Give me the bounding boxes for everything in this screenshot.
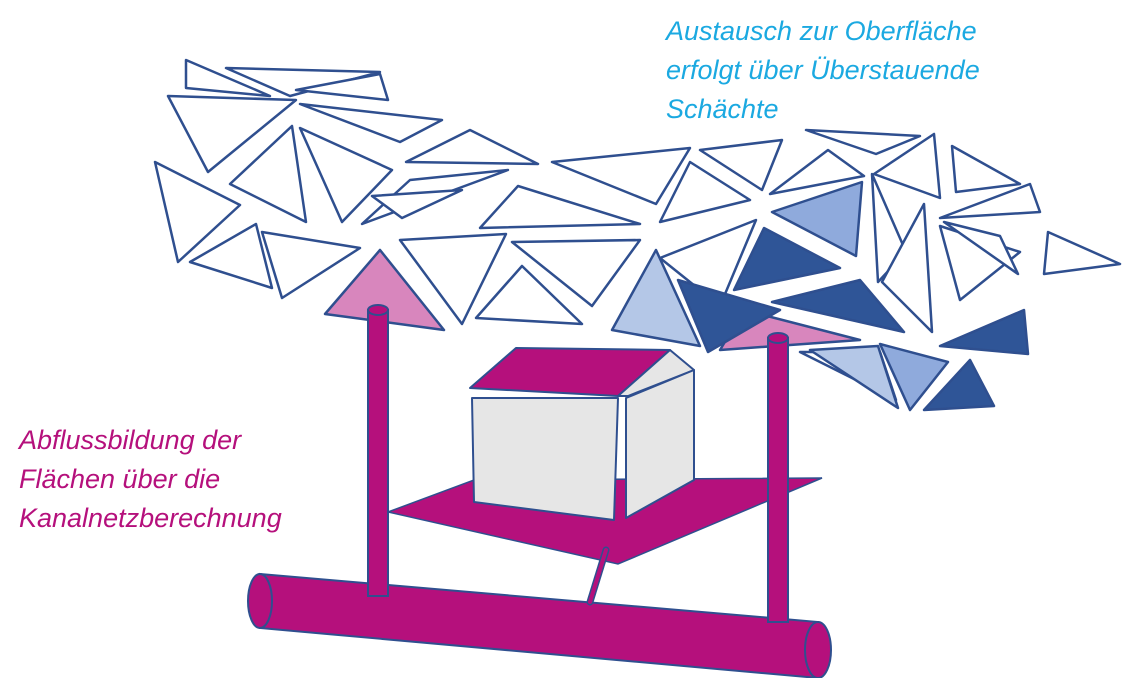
house (469, 347, 695, 521)
surface-exchange-label: Austausch zur Oberfläche erfolgt über Üb… (666, 12, 980, 129)
house-front-wall (471, 397, 619, 521)
mesh-cell (950, 144, 1022, 194)
mesh-cell (872, 132, 942, 200)
mesh-cell (938, 308, 1030, 356)
house-side-wall (625, 369, 695, 519)
mesh-cell (804, 128, 922, 156)
manhole-shaft-right (767, 332, 789, 623)
mesh-cell (474, 264, 584, 326)
sewer-pipe (247, 572, 832, 678)
surface-triangle-mesh (153, 58, 1122, 412)
mesh-cell (510, 238, 642, 308)
runoff-generation-label: Abflussbildung der Flächen über die Kana… (19, 421, 282, 538)
mesh-cell (732, 226, 842, 292)
mesh-cell (768, 148, 866, 196)
mesh-cell (166, 94, 298, 174)
mesh-cell (698, 138, 784, 192)
mesh-cell (228, 124, 308, 224)
runoff-generation-label-line: Flächen über die (19, 464, 221, 494)
mesh-cell (188, 222, 274, 290)
mesh-cell (184, 58, 272, 98)
mesh-cell (153, 160, 242, 264)
mesh-cell (878, 342, 950, 412)
mesh-cell (260, 230, 362, 300)
mesh-cell (922, 358, 996, 412)
mesh-cell (610, 248, 702, 348)
mesh-cell (294, 72, 390, 102)
mesh-cell (298, 126, 394, 224)
mesh-cell (880, 202, 934, 334)
mesh-cell (398, 232, 508, 326)
mesh-cell (550, 146, 692, 206)
mesh-cell (478, 184, 642, 230)
runoff-generation-label-line: Kanalnetzberechnung (19, 503, 282, 533)
surface-exchange-label-line: Austausch zur Oberfläche (666, 16, 977, 46)
surface-exchange-label-line: Schächte (666, 94, 779, 124)
mesh-cell (808, 344, 900, 410)
mesh-cell (370, 188, 464, 220)
mesh-cell (942, 220, 1020, 276)
mesh-cell (770, 180, 864, 258)
mesh-cell (658, 218, 758, 308)
plate-pipe-connection (586, 546, 610, 606)
runoff-generation-label-line: Abflussbildung der (19, 425, 242, 455)
mesh-cell (658, 160, 752, 224)
manhole-shaft-left (367, 304, 389, 597)
surface-exchange-label-line: erfolgt über Überstauende (666, 55, 980, 85)
mesh-cell (1042, 230, 1122, 276)
mesh-cell (938, 182, 1042, 220)
mesh-cell (404, 128, 540, 166)
mesh-cell (298, 102, 444, 144)
mesh-cell (770, 278, 906, 334)
mesh-cell (676, 278, 782, 354)
